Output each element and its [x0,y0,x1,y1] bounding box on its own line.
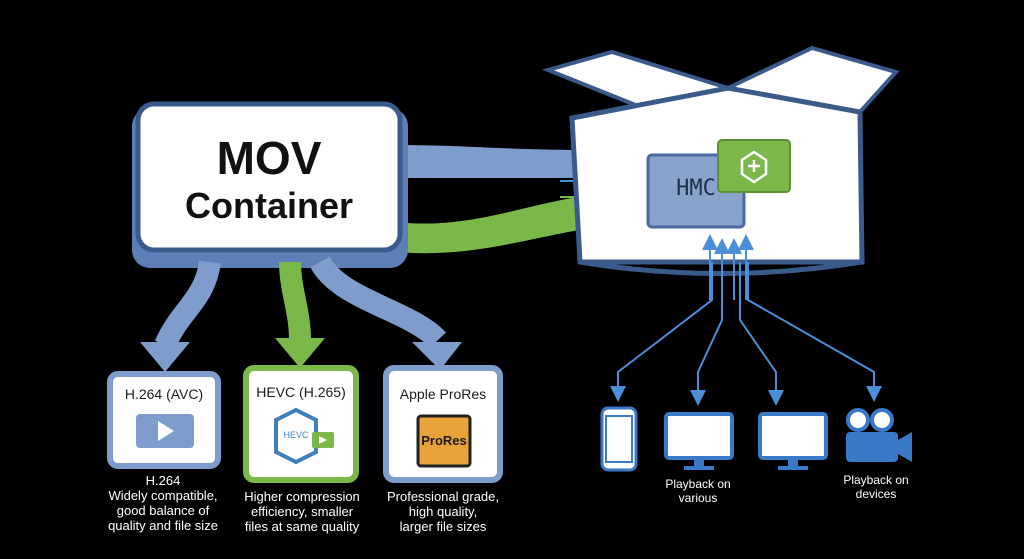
prores-desc-line: Professional grade, [386,489,499,504]
play-icon-triangle [158,421,174,441]
prores-badge-icon [416,414,472,468]
arrow-to-h264 [154,260,221,350]
prores-description: Professional grade, high quality, larger… [372,489,514,535]
hevc-desc-line: efficiency, smaller [250,503,354,519]
h264-desc-line: good balance of [116,502,210,518]
arrow-to-hevc-head [275,338,325,368]
connector-band-blue-top [395,145,590,178]
playback-right-line: devices [855,486,897,501]
playback-left-line: Playback on [665,477,731,491]
mov-container-title: MOV Container [138,132,400,228]
hevc-desc-line: files at same quality [244,518,360,534]
card-prores-title: Apple ProRes [399,386,487,402]
prores-desc-line: high quality, [408,503,478,519]
h264-description: H.264 Widely compatible, good balance of… [60,473,266,534]
playback-left-line: various [678,490,718,505]
monitor-icon-left [664,412,734,470]
video-camera-icon [846,408,912,462]
hevc-desc-line: Higher compression [244,489,360,504]
hevc-badge-icon [274,407,334,465]
playback-label-right: Playback on devices [826,473,926,502]
hevc-badge-label: HEVC [283,430,309,440]
arrow-to-prores-head [412,342,462,370]
h264-desc-line: H.264 [145,473,181,488]
prores-desc-line: larger file sizes [399,518,487,534]
phone-icon [600,406,638,472]
box-label: HMC [676,176,716,201]
card-hevc [243,365,359,483]
mov-container-box [135,101,403,253]
arrow-to-hevc [279,261,311,341]
card-hevc-title: HEVC (H.265) [256,384,346,400]
connector-band-green [395,195,590,254]
card-h264-title: H.264 (AVC) [124,386,204,402]
h264-desc-line: Widely compatible, [108,487,218,503]
arrow-to-prores [310,256,447,349]
playback-right-line: Playback on [843,473,909,487]
h264-desc-line: quality and file size [108,517,218,533]
arrow-to-h264-head [140,342,190,372]
hevc-description: Higher compression efficiency, smaller f… [230,489,374,535]
recycle-icon [740,150,768,184]
monitor-icon-right [758,412,828,470]
prores-badge-label: ProRes [421,433,467,448]
device-arrows [610,262,882,406]
mov-title-line1: MOV [216,132,322,184]
playback-label-left: Playback on various [648,477,748,506]
mov-title-line2: Container [184,185,353,226]
